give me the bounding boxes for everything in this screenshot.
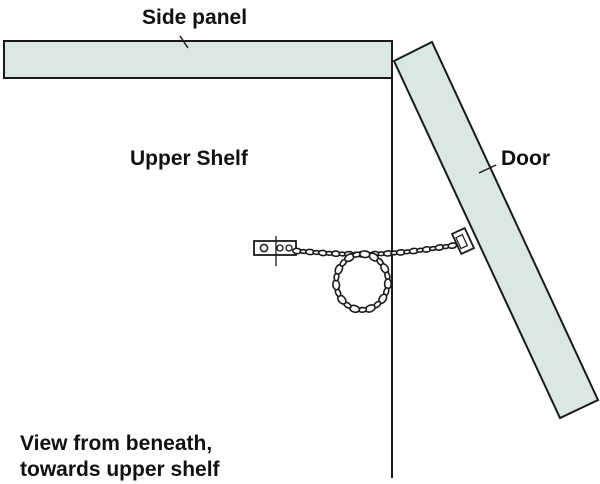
side-panel-board [3,40,393,79]
chain-link [359,250,371,259]
side-panel-label: Side panel [142,6,248,29]
side-panel-leader [179,35,189,49]
door-leader [478,164,497,174]
door-bracket [450,226,476,256]
view-caption: View from beneath, towards upper shelf [20,431,220,483]
caption-line-2: towards upper shelf [20,458,220,481]
chain [292,242,458,314]
caption-line-1: View from beneath, [20,432,213,455]
shelf-bracket [253,236,297,266]
door-label: Door [501,147,550,170]
door-board [392,40,600,420]
chain-link [447,242,458,250]
upper-shelf-label: Upper Shelf [130,147,248,170]
